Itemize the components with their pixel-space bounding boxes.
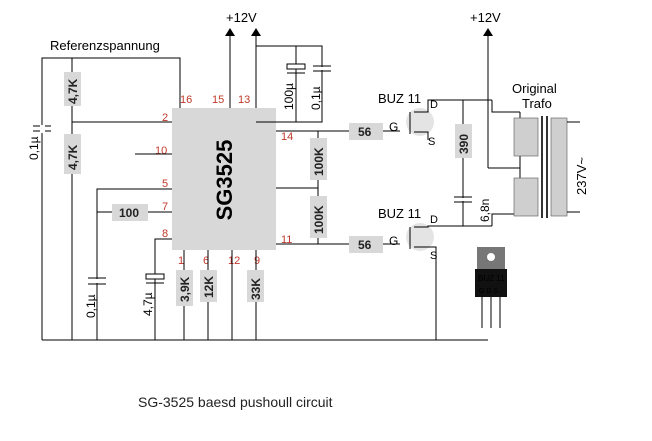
arrow-up-icon — [225, 28, 235, 36]
mosfet-top-body — [406, 108, 434, 136]
ic-name: SG3525 — [212, 140, 237, 221]
r-12k — [200, 270, 217, 302]
package-pins-label: G D S — [479, 288, 498, 295]
pin-7: 7 — [162, 201, 168, 213]
wire-pin8 — [154, 238, 172, 340]
pin-2: 2 — [162, 112, 168, 124]
r-100k-top-label: 100K — [312, 147, 326, 176]
r-33k — [247, 270, 264, 302]
r-4k7-top — [64, 72, 81, 106]
c-0-1u-ct-label: 0,1µ — [84, 294, 98, 318]
pin-12: 12 — [228, 255, 240, 267]
pin-5: 5 — [162, 178, 168, 190]
package-hole — [487, 253, 495, 261]
pin-9: 9 — [254, 255, 260, 267]
r-56-bottom — [349, 236, 383, 253]
ref-voltage-label: Referenzspannung — [50, 38, 160, 53]
r-56-top — [349, 123, 383, 140]
wire-trafo-top — [491, 100, 520, 113]
wire-bottom-drain — [414, 225, 492, 228]
r-100k-bottom-label: 100K — [312, 205, 326, 234]
trafo-title-line1: Original — [512, 81, 557, 96]
wire-supply-caps — [256, 45, 323, 123]
r-4k7-bottom — [64, 134, 81, 174]
package-label: BUZ 11 — [478, 274, 505, 283]
r-100k-top — [310, 138, 327, 180]
r-390 — [455, 124, 472, 158]
r-100-label: 100 — [119, 206, 139, 220]
ic-sg3525-body — [172, 108, 276, 250]
r-3k9 — [176, 270, 193, 306]
c-0-1u-supply-label: 0,1µ — [309, 86, 323, 110]
cap-4u7 — [145, 273, 165, 280]
pin-14: 14 — [281, 131, 293, 143]
caption: SG-3525 baesd pushoull circuit — [138, 394, 333, 410]
cap-100u — [286, 63, 306, 70]
trafo-secondary — [550, 117, 568, 217]
pin-1: 1 — [178, 255, 184, 267]
mosfet-top-source-pin: S — [428, 136, 435, 148]
supply-ic-label: +12V — [226, 10, 257, 25]
pin-10: 10 — [155, 145, 167, 157]
arrow-up-icon-3 — [483, 28, 493, 36]
supply-trafo-label: +12V — [470, 10, 501, 25]
wire-bottom-source — [414, 246, 437, 340]
r-3k9-label: 3,9K — [178, 276, 192, 302]
arrow-up-icon-2 — [251, 28, 261, 36]
mosfet-top-label: BUZ 11 — [378, 91, 421, 106]
pin-15: 15 — [212, 94, 224, 106]
wire-top-source — [414, 131, 429, 140]
mosfet-bottom-body — [406, 223, 434, 251]
mosfet-bottom-drain-pin: D — [430, 214, 438, 226]
cap-ct-gap — [94, 279, 100, 283]
c-4-7u-label: 4,7µ — [141, 292, 155, 316]
c-100u-label: 100µ — [282, 83, 296, 110]
pin-11: 11 — [281, 234, 292, 246]
pin-8: 8 — [162, 228, 168, 240]
cap-left-gap — [40, 125, 45, 133]
trafo-primary-bottom — [513, 177, 539, 217]
c-6-8n-label: 6,8n — [478, 199, 492, 222]
r-12k-label: 12K — [202, 276, 216, 298]
r-100k-bottom — [310, 196, 327, 238]
wire-pin5 — [96, 188, 172, 340]
ac-output-label: 237V~ — [574, 157, 589, 195]
cap-supply-gap — [319, 67, 325, 70]
r-100 — [112, 204, 148, 221]
mosfet-bottom-gate-pin: G — [389, 234, 398, 248]
mosfet-top-drain-pin: D — [430, 99, 438, 111]
trafo-title-line2: Trafo — [522, 96, 552, 111]
package-body — [475, 269, 507, 297]
cap-snubber-gap — [460, 198, 466, 201]
wire-top-drain — [414, 99, 492, 113]
wire-ref-top — [41, 57, 181, 340]
wire-trafo-bottom — [491, 213, 520, 226]
r-56-top-label: 56 — [358, 125, 372, 139]
r-390-label: 390 — [457, 134, 471, 154]
mosfet-bottom-source-pin: S — [430, 250, 437, 262]
c-0-1u-left-label: 0,1µ — [27, 136, 41, 160]
trafo-primary-top — [513, 117, 539, 157]
pin-13: 13 — [238, 94, 250, 106]
mosfet-bottom-label: BUZ 11 — [378, 206, 421, 221]
r-4k7-top-label: 4,7K — [66, 78, 80, 104]
pin-16: 16 — [180, 94, 192, 106]
r-4k7-bottom-label: 4,7K — [66, 144, 80, 170]
mosfet-top-gate-pin: G — [389, 120, 398, 134]
r-33k-label: 33K — [249, 278, 263, 300]
pin-6: 6 — [203, 255, 209, 267]
r-56-bottom-label: 56 — [358, 238, 372, 252]
